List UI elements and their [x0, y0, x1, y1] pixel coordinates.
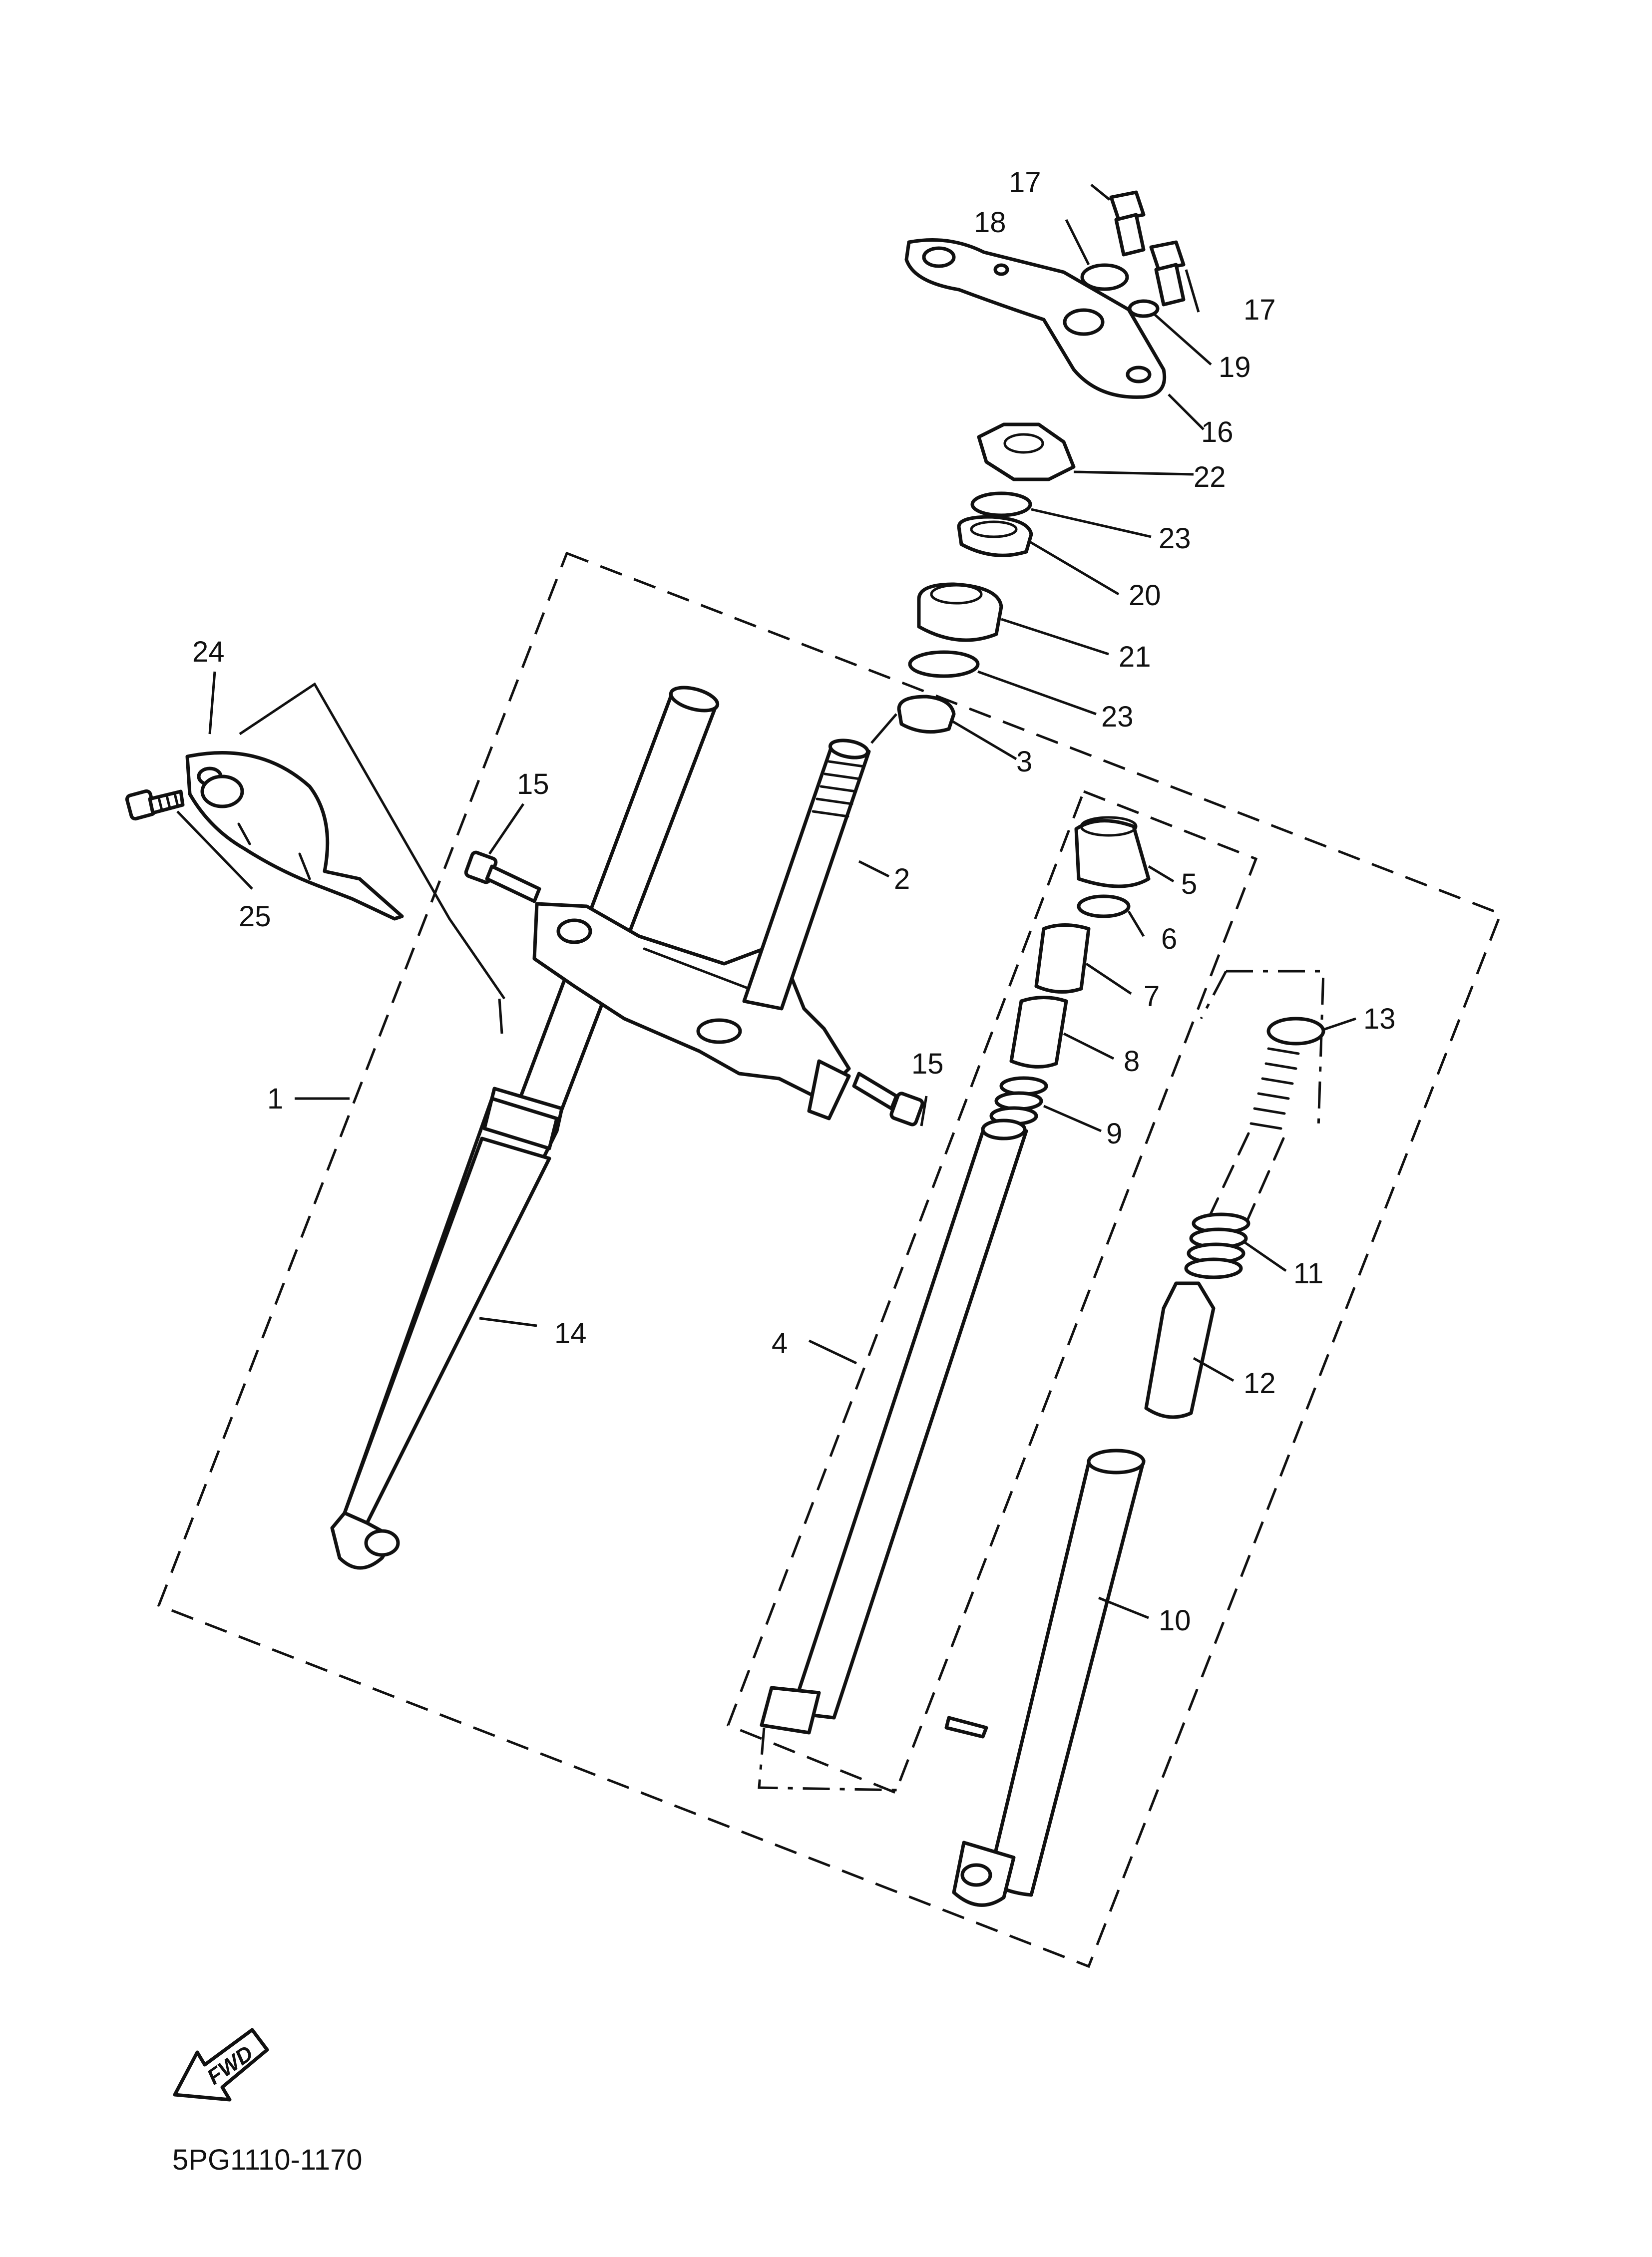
bearing [917, 582, 1003, 642]
callout-4: 4 [772, 1327, 788, 1360]
pinch-bolt-lower [852, 1072, 924, 1127]
o-ring-6 [1077, 894, 1131, 918]
lock-washer-lower [908, 650, 980, 678]
assembly-4-bracket [758, 1727, 899, 1792]
callout-23a: 23 [1159, 522, 1191, 555]
callout-8: 8 [1124, 1045, 1140, 1078]
callout-25: 25 [239, 900, 271, 933]
washer-18 [1080, 263, 1129, 291]
callout-2: 2 [894, 863, 910, 895]
ring-nut [977, 422, 1076, 481]
steering-stem [742, 739, 871, 1011]
callout-19: 19 [1219, 351, 1251, 383]
leader-lines [176, 184, 1356, 1619]
inner-fork-bracket [1200, 970, 1325, 1129]
callout-17a: 17 [1009, 166, 1041, 199]
callout-7: 7 [1144, 980, 1160, 1013]
damper-rod-12 [1144, 1281, 1216, 1419]
callout-23b: 23 [1101, 701, 1134, 733]
callout-14: 14 [554, 1317, 587, 1350]
callout-6: 6 [1161, 923, 1177, 955]
bearing-cover [957, 515, 1033, 557]
cap-bolt-5 [1074, 816, 1151, 888]
under-bracket [532, 902, 851, 1121]
callout-21: 21 [1119, 641, 1151, 673]
diagram-code: 5PG1110-1170 [172, 2144, 363, 2176]
callout-3: 3 [1016, 746, 1032, 778]
washer-19 [1128, 299, 1160, 318]
callout-22: 22 [1194, 461, 1226, 493]
headlight-bracket [185, 751, 404, 921]
assembly-4-boundary [726, 789, 1258, 1795]
callout-18: 18 [974, 206, 1006, 239]
callout-12: 12 [1243, 1367, 1276, 1400]
callout-16: 16 [1201, 416, 1234, 448]
callouts: 17 18 17 19 16 22 23 20 21 23 3 2 5 6 7 … [192, 166, 1396, 1637]
callout-15b: 15 [911, 1048, 944, 1080]
stem-bracket-line [870, 713, 897, 744]
spring-11-lower [1184, 1212, 1250, 1279]
callout-11: 11 [1293, 1257, 1323, 1290]
assembly-1-boundary [157, 551, 1503, 1968]
callout-5: 5 [1181, 868, 1197, 900]
callout-1: 1 [267, 1083, 283, 1115]
callout-13: 13 [1363, 1003, 1396, 1035]
pinch-bolt-upper [464, 850, 541, 903]
race [897, 695, 956, 734]
callout-10: 10 [1159, 1604, 1191, 1637]
callout-9: 9 [1106, 1118, 1122, 1150]
fwd-arrow-icon: FWD [173, 2028, 269, 2102]
spacer-8 [1009, 996, 1068, 1069]
outer-tube-10 [944, 1449, 1146, 1907]
callout-20: 20 [1129, 579, 1161, 612]
callout-24: 24 [192, 636, 225, 668]
cap-13 [1266, 1017, 1325, 1046]
inner-tube-4 [760, 1119, 1028, 1735]
top-bolt-right [1149, 240, 1186, 307]
callout-15a: 15 [517, 768, 549, 800]
top-bracket [904, 238, 1167, 399]
callout-17b: 17 [1243, 294, 1276, 326]
left-fork-assembly [330, 686, 720, 1570]
bracket-outline-lines [239, 682, 506, 1034]
spacer-7 [1034, 923, 1091, 994]
bracket-bolt [125, 789, 185, 821]
top-bolt-left [1109, 190, 1146, 257]
spring-9 [989, 1076, 1048, 1126]
spring-11-upper [1207, 1047, 1300, 1225]
lock-washer-upper [970, 491, 1032, 517]
